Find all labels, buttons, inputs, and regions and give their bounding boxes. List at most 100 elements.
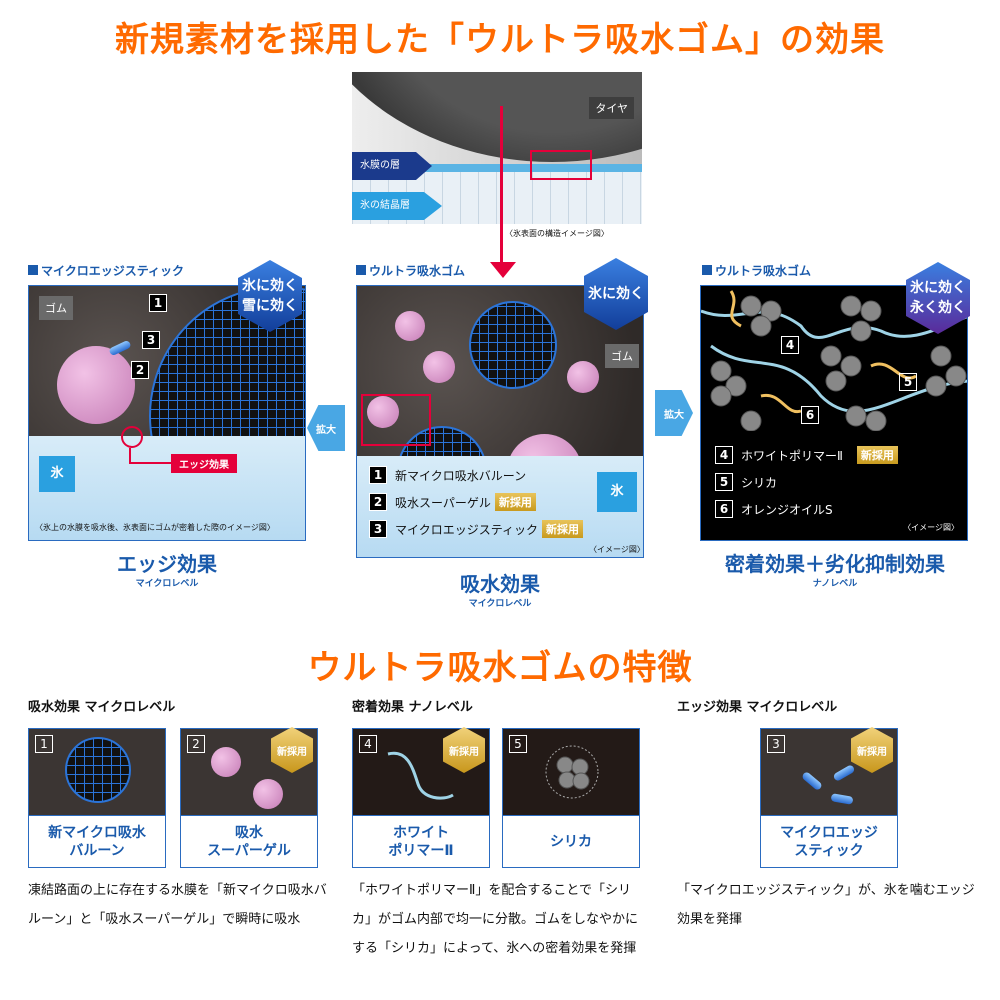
tire-caption: 〈氷表面の構造イメージ図〉 xyxy=(505,229,609,238)
new-tag: 新採用 xyxy=(542,520,584,538)
badge-line: 氷に効く xyxy=(910,280,966,296)
column-description: 「マイクロエッジスティック」が、氷を噛むエッジ効果を発揮 xyxy=(677,883,975,927)
legend-text: シリカ xyxy=(741,475,778,490)
card-num: 5 xyxy=(509,735,527,753)
legend-num: 2 xyxy=(369,493,387,511)
card-label: 新マイクロ吸水 バルーン xyxy=(29,815,165,867)
legend-item: 1 新マイクロ吸水バルーン xyxy=(369,466,633,484)
legend-text: オレンジオイルS xyxy=(741,502,833,517)
balloon-graphic xyxy=(469,301,557,389)
right-title: 密着効果＋劣化抑制効果 xyxy=(725,552,945,576)
edge-stick xyxy=(832,764,856,782)
badge-line: 雪に効く xyxy=(242,298,298,314)
left-sub: マイクロレベル xyxy=(135,579,199,589)
badge-hex-right: 氷に効く永く効く xyxy=(906,262,970,334)
gel-ball xyxy=(567,361,599,393)
legend-num: 6 xyxy=(715,500,733,518)
card-image: 4 新採用 xyxy=(353,727,489,815)
feature-card: 5 シリカ xyxy=(502,728,640,868)
left-caption: 〈氷上の水膜を吸水後、氷表面にゴムが密着した際のイメージ図〉 xyxy=(35,523,275,532)
highlight-box xyxy=(361,394,431,446)
column-heading: 吸水効果 マイクロレベル xyxy=(28,700,176,715)
legend-text: 新マイクロ吸水バルーン xyxy=(395,468,527,483)
legend-text: 吸水スーパーゲル xyxy=(395,495,491,510)
center-title: 吸水効果 xyxy=(460,572,540,596)
legend-num: 5 xyxy=(715,473,733,491)
card-image: 5 xyxy=(503,729,639,815)
right-caption: 〈イメージ図〉 xyxy=(903,523,959,532)
expand-arrow-right: 拡大 xyxy=(655,390,693,436)
center-panel-label: ウルトラ吸水ゴム xyxy=(356,262,465,279)
feature-card: 3 新採用 マイクロエッジ スティック xyxy=(760,727,898,868)
column-description: 凍結路面の上に存在する水膜を「新マイクロ吸水バルーン」と「吸水スーパーゲル」で瞬… xyxy=(28,883,327,927)
legend-num: 1 xyxy=(369,466,387,484)
left-panel-label: マイクロエッジスティック xyxy=(28,262,184,279)
tire-label: タイヤ xyxy=(589,97,634,119)
ice-area xyxy=(29,436,305,540)
new-tag: 新採用 xyxy=(494,493,536,511)
card-image: 3 新採用 xyxy=(761,727,897,815)
card-image: 1 xyxy=(29,729,165,815)
callout-4: 4 xyxy=(781,336,799,354)
nano-structure-graphic xyxy=(701,290,967,431)
card-num: 3 xyxy=(767,735,785,753)
card-label: マイクロエッジ スティック xyxy=(761,815,897,867)
center-sub: マイクロレベル xyxy=(468,599,532,609)
center-caption: 〈イメージ図〉 xyxy=(589,545,644,554)
callout-6: 6 xyxy=(801,406,819,424)
water-layer-label: 水膜の層 xyxy=(352,152,432,180)
gel-ball xyxy=(423,351,455,383)
ice-label: 氷 xyxy=(39,456,75,492)
gel-ball xyxy=(57,346,135,424)
highlight-box xyxy=(530,150,592,180)
page-title: 新規素材を採用した「ウルトラ吸水ゴム」の効果 xyxy=(115,20,885,60)
gel-ball xyxy=(253,779,283,809)
ice-label: 氷 xyxy=(597,472,637,512)
gel-ball xyxy=(211,747,241,777)
silica-graphic xyxy=(545,745,599,799)
legend-num: 3 xyxy=(369,520,387,538)
badge-line: 氷に効く xyxy=(588,286,644,302)
new-tag: 新採用 xyxy=(856,446,898,464)
card-num: 2 xyxy=(187,735,205,753)
legend-item: 2 吸水スーパーゲル新採用 xyxy=(369,493,633,511)
ice-layer-label: 氷の結晶層 xyxy=(352,192,442,220)
card-num: 4 xyxy=(359,735,377,753)
feature-card: 1 新マイクロ吸水 バルーン xyxy=(28,728,166,868)
rubber-label: ゴム xyxy=(605,344,639,368)
feature-card: 2 新採用 吸水 スーパーゲル xyxy=(180,727,318,868)
polymer-graphic xyxy=(387,751,454,800)
badge-line: 永く効く xyxy=(910,300,966,316)
edge-line xyxy=(129,448,131,464)
new-badge: 新採用 xyxy=(271,727,313,773)
legend-item: 5 シリカ xyxy=(715,473,898,491)
callout-3: 3 xyxy=(142,331,160,349)
card-label: 吸水 スーパーゲル xyxy=(181,815,317,867)
callout-1: 1 xyxy=(149,294,167,312)
edge-effect-tag: エッジ効果 xyxy=(171,454,237,473)
feature-card: 4 新採用 ホワイト ポリマーⅡ xyxy=(352,727,490,868)
new-badge: 新採用 xyxy=(851,727,893,773)
column-heading: エッジ効果 マイクロレベル xyxy=(677,700,838,715)
column-heading: 密着効果 ナノレベル xyxy=(352,700,473,715)
callout-2: 2 xyxy=(131,361,149,379)
card-label: ホワイト ポリマーⅡ xyxy=(353,815,489,867)
edge-stick xyxy=(830,793,854,805)
tire-diagram: タイヤ 水膜の層 氷の結晶層 xyxy=(352,72,642,224)
column-description: 「ホワイトポリマーⅡ」を配合することで「シリカ」がゴム内部で均一に分散。ゴムをし… xyxy=(352,883,639,956)
left-panel: ゴム 1 2 3 氷 エッジ効果 〈氷上の水膜を吸水後、氷表面にゴムが密着した際… xyxy=(28,285,306,541)
card-num: 1 xyxy=(35,735,53,753)
badge-line: 氷に効く xyxy=(242,278,298,294)
edge-stick xyxy=(801,770,823,792)
new-badge: 新採用 xyxy=(443,727,485,773)
down-arrow-icon xyxy=(490,262,516,278)
features-title: ウルトラ吸水ゴムの特徴 xyxy=(307,648,693,688)
edge-line-h xyxy=(129,462,171,464)
badge-hex-center: 氷に効く xyxy=(584,258,648,330)
water-film xyxy=(352,164,642,172)
right-panel-label: ウルトラ吸水ゴム xyxy=(702,262,811,279)
